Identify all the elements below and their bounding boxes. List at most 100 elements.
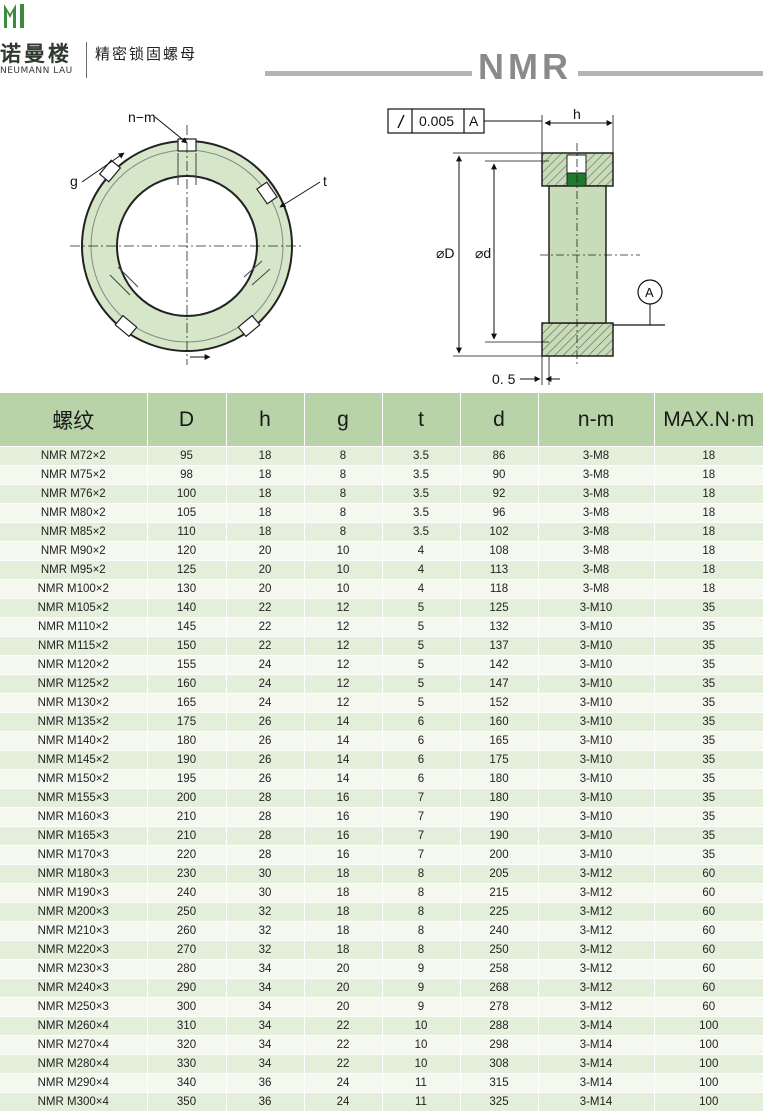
- cell-thread: NMR M125×2: [0, 674, 147, 694]
- cell-d: 298: [459, 1035, 538, 1055]
- cell-thread: NMR M105×2: [0, 598, 147, 618]
- cell-max-torque: 35: [653, 731, 763, 751]
- cell-thread: NMR M180×3: [0, 864, 147, 884]
- cell-t: 7: [381, 788, 460, 808]
- cell-d: 102: [459, 522, 538, 542]
- cell-thread: NMR M145×2: [0, 750, 147, 770]
- table-header-row: 螺纹 D h g t d n-m MAX.N·m: [0, 393, 763, 447]
- tolerance-value: 0.005: [419, 113, 454, 129]
- cell-t: 10: [381, 1016, 460, 1036]
- cell-h: 20: [225, 579, 304, 599]
- cell-max-torque: 35: [653, 788, 763, 808]
- cell-g: 8: [303, 465, 382, 485]
- cell-g: 22: [303, 1035, 382, 1055]
- cell-h: 28: [225, 807, 304, 827]
- cell-max-torque: 35: [653, 655, 763, 675]
- cell-nm: 3-M12: [537, 883, 654, 903]
- cell-max-torque: 18: [653, 522, 763, 542]
- cell-max-torque: 18: [653, 484, 763, 504]
- cell-t: 9: [381, 978, 460, 998]
- header-g: g: [303, 393, 382, 447]
- cell-D: 125: [146, 560, 226, 580]
- cell-t: 7: [381, 807, 460, 827]
- cell-thread: NMR M95×2: [0, 560, 147, 580]
- cell-nm: 3-M12: [537, 902, 654, 922]
- cell-D: 110: [146, 522, 226, 542]
- cell-nm: 3-M12: [537, 978, 654, 998]
- cell-thread: NMR M210×3: [0, 921, 147, 941]
- cell-nm: 3-M10: [537, 731, 654, 751]
- cell-nm: 3-M14: [537, 1092, 654, 1112]
- cell-t: 9: [381, 997, 460, 1017]
- cell-t: 11: [381, 1092, 460, 1112]
- cell-d: 92: [459, 484, 538, 504]
- cell-g: 18: [303, 883, 382, 903]
- cell-nm: 3-M8: [537, 541, 654, 561]
- cell-g: 16: [303, 807, 382, 827]
- cell-nm: 3-M12: [537, 921, 654, 941]
- cell-h: 30: [225, 883, 304, 903]
- cell-g: 14: [303, 731, 382, 751]
- cell-D: 165: [146, 693, 226, 713]
- cell-h: 18: [225, 522, 304, 542]
- cell-thread: NMR M230×3: [0, 959, 147, 979]
- tolerance-datum: A: [469, 113, 479, 129]
- cell-max-torque: 35: [653, 807, 763, 827]
- cell-max-torque: 35: [653, 636, 763, 656]
- cell-d: 108: [459, 541, 538, 561]
- cell-h: 32: [225, 921, 304, 941]
- cell-g: 12: [303, 598, 382, 618]
- cell-nm: 3-M8: [537, 579, 654, 599]
- cell-D: 150: [146, 636, 226, 656]
- cell-t: 6: [381, 731, 460, 751]
- cell-max-torque: 18: [653, 465, 763, 485]
- cell-h: 28: [225, 788, 304, 808]
- cell-max-torque: 18: [653, 446, 763, 466]
- cell-D: 350: [146, 1092, 226, 1112]
- cell-max-torque: 60: [653, 883, 763, 903]
- cell-d: 205: [459, 864, 538, 884]
- cell-max-torque: 60: [653, 978, 763, 998]
- cell-nm: 3-M8: [537, 446, 654, 466]
- cell-nm: 3-M10: [537, 807, 654, 827]
- cell-max-torque: 100: [653, 1054, 763, 1074]
- cell-nm: 3-M10: [537, 750, 654, 770]
- cell-max-torque: 100: [653, 1035, 763, 1055]
- cell-thread: NMR M260×4: [0, 1016, 147, 1036]
- cell-thread: NMR M75×2: [0, 465, 147, 485]
- label-g: g: [70, 173, 78, 189]
- cell-max-torque: 18: [653, 579, 763, 599]
- cell-g: 16: [303, 826, 382, 846]
- tolerance-arrow-icon: [397, 114, 405, 129]
- cell-nm: 3-M10: [537, 769, 654, 789]
- cell-g: 8: [303, 522, 382, 542]
- cell-h: 36: [225, 1092, 304, 1112]
- cell-max-torque: 35: [653, 712, 763, 732]
- cell-max-torque: 35: [653, 693, 763, 713]
- cell-t: 6: [381, 712, 460, 732]
- cell-h: 24: [225, 674, 304, 694]
- cell-D: 175: [146, 712, 226, 732]
- cell-t: 7: [381, 826, 460, 846]
- cell-nm: 3-M10: [537, 674, 654, 694]
- cell-nm: 3-M8: [537, 465, 654, 485]
- cell-g: 14: [303, 769, 382, 789]
- cell-d: 86: [459, 446, 538, 466]
- cell-max-torque: 18: [653, 503, 763, 523]
- cell-h: 22: [225, 636, 304, 656]
- cell-g: 14: [303, 712, 382, 732]
- cell-t: 5: [381, 655, 460, 675]
- cell-h: 26: [225, 750, 304, 770]
- label-D: ⌀D: [436, 245, 455, 261]
- cell-D: 145: [146, 617, 226, 637]
- cell-thread: NMR M140×2: [0, 731, 147, 751]
- front-view: n−m g t: [70, 109, 327, 365]
- cell-nm: 3-M14: [537, 1054, 654, 1074]
